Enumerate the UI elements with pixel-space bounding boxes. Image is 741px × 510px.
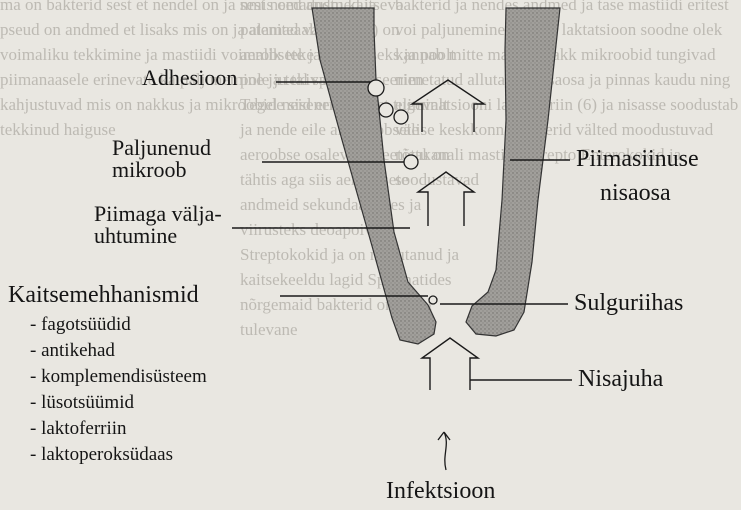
label-sinus-line1: Piimasiinuse bbox=[576, 146, 699, 173]
teat-wall-right bbox=[466, 8, 560, 336]
defense-item-1: - fagotsüüdid bbox=[30, 314, 131, 336]
defense-item-5: - laktoferriin bbox=[30, 418, 127, 440]
up-arrow-lower bbox=[422, 338, 478, 390]
bacterium-2 bbox=[379, 103, 393, 117]
label-sinus-line2: nisaosa bbox=[600, 180, 671, 207]
defense-item-3: - komplemendisüsteem bbox=[30, 366, 207, 388]
defense-item-6: - laktoperoksüdaas bbox=[30, 444, 173, 466]
bacterium-4 bbox=[404, 155, 418, 169]
infection-arrow-icon bbox=[438, 432, 450, 470]
label-adhesion: Adhesioon bbox=[142, 66, 237, 90]
up-arrow-upper bbox=[412, 80, 484, 132]
label-defense-title: Kaitsemehhanismid bbox=[8, 282, 199, 309]
label-excretion-line2: uhtumine bbox=[94, 224, 177, 248]
label-sphincter: Sulguriihas bbox=[574, 290, 683, 317]
label-teat-canal: Nisajuha bbox=[578, 366, 663, 393]
defense-item-4: - lüsotsüümid bbox=[30, 392, 134, 414]
label-infection: Infektsioon bbox=[386, 478, 495, 505]
teat-wall-left bbox=[312, 8, 436, 344]
label-microbe-line2: mikroob bbox=[112, 158, 187, 182]
bacterium-5 bbox=[429, 296, 437, 304]
bacterium-3 bbox=[394, 110, 408, 124]
bacterium-1 bbox=[368, 80, 384, 96]
defense-item-2: - antikehad bbox=[30, 340, 115, 362]
up-arrow-middle bbox=[418, 172, 474, 226]
